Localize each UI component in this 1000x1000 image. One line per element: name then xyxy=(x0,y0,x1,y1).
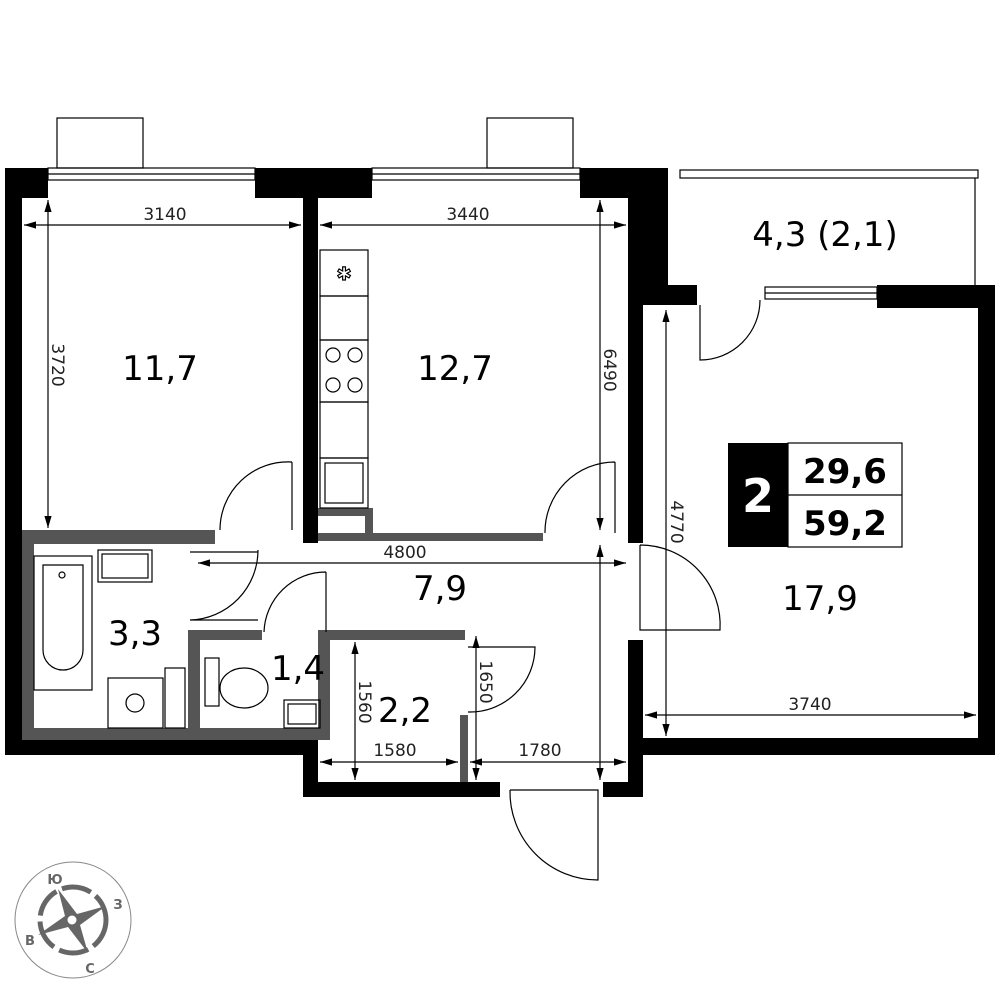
room-bathroom-area: 3,3 xyxy=(108,614,162,654)
hood-icon: ✱ xyxy=(336,264,351,285)
sink xyxy=(97,549,153,583)
room-hallway-area: 7,9 xyxy=(413,569,467,609)
room-bedroom-area: 11,7 xyxy=(122,349,198,389)
bathtub xyxy=(33,555,93,691)
total-area: 59,2 xyxy=(803,504,887,544)
dim-living-depth: 4770 xyxy=(666,500,686,543)
compass-east: В xyxy=(25,934,35,949)
toilet xyxy=(204,657,321,729)
apartment-badge: 2 29,6 59,2 xyxy=(728,442,903,548)
windows xyxy=(47,167,979,300)
doors[interactable] xyxy=(189,299,761,881)
dimension-labels: 3140 3440 3720 6490 4800 4770 3740 1580 … xyxy=(47,205,832,761)
room-living-area: 17,9 xyxy=(782,579,858,619)
dim-living-width: 3740 xyxy=(788,695,831,715)
room-toilet-area: 1,4 xyxy=(271,649,325,689)
dim-kitchen-width: 3440 xyxy=(446,205,489,225)
dim-storage-door: 1650 xyxy=(475,660,495,703)
room-labels: 11,7 12,7 4,3 (2,1) 17,9 7,9 3,3 1,4 2,2 xyxy=(108,215,898,731)
compass-rose-icon xyxy=(38,889,106,953)
compass-south: Ю xyxy=(47,873,62,888)
compass-north: С xyxy=(85,962,95,977)
dim-bedroom-width: 3140 xyxy=(143,205,186,225)
washing-machine xyxy=(107,667,186,729)
room-kitchen-area: 12,7 xyxy=(417,349,493,389)
room-balcony-area: 4,3 (2,1) xyxy=(752,215,897,255)
exterior-walls xyxy=(5,168,995,797)
window-boxes xyxy=(56,117,574,169)
dim-kitchen-depth: 6490 xyxy=(599,348,619,391)
compass-west: З xyxy=(113,898,122,913)
compass: Ю З В С xyxy=(14,861,132,979)
kitchen-unit: ✱ xyxy=(319,249,369,509)
dimension-lines xyxy=(24,200,976,780)
room-storage-area: 2,2 xyxy=(378,691,432,731)
dim-storage-width: 1580 xyxy=(373,741,416,761)
dim-entrance-width: 1780 xyxy=(518,741,561,761)
dim-storage-depth: 1560 xyxy=(354,680,374,723)
dim-bedroom-depth: 3720 xyxy=(47,343,67,386)
rooms-count: 2 xyxy=(742,469,774,523)
partition-walls xyxy=(22,508,543,782)
dim-hallway-length: 4800 xyxy=(383,543,426,563)
living-area: 29,6 xyxy=(803,452,887,492)
